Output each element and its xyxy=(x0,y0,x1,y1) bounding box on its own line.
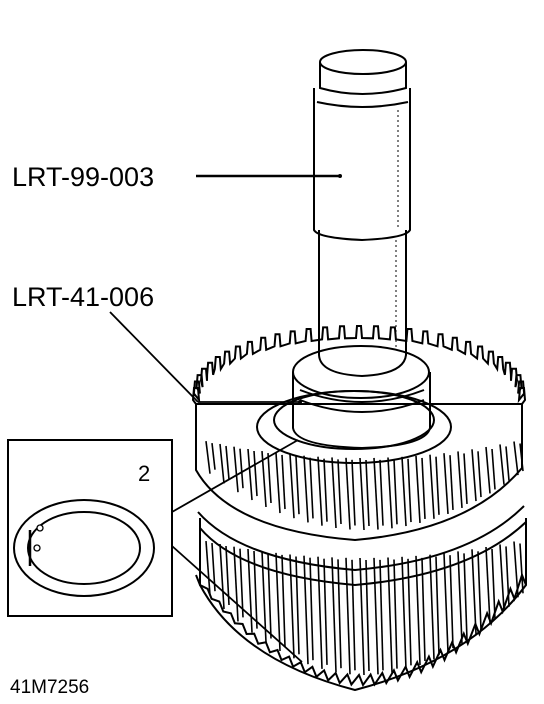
gear-tooth-line xyxy=(247,448,253,501)
gear-tooth-line xyxy=(351,459,356,526)
gear-tooth-line xyxy=(247,548,253,633)
gear-tooth-line xyxy=(463,453,468,504)
gear-tooth-line xyxy=(289,454,295,519)
gear-tooth-line xyxy=(345,457,351,530)
snap-ring-icon xyxy=(13,499,155,597)
gear-tooth-line xyxy=(219,443,225,484)
gear-tooth-line xyxy=(295,456,300,515)
gear-tooth-line xyxy=(449,555,454,649)
gear-tooth-line xyxy=(443,553,449,653)
gear-tooth-line xyxy=(351,559,356,671)
gear-tooth-line xyxy=(471,549,477,635)
gear-tooth-line xyxy=(289,554,295,659)
gear-tooth-line xyxy=(323,458,328,522)
gear-tooth-line xyxy=(415,555,421,666)
gear-tooth-line xyxy=(317,456,323,526)
gear-tooth-line xyxy=(281,454,286,510)
gear-tooth-line xyxy=(373,457,379,530)
gear-tooth-line xyxy=(491,448,496,490)
gear-tooth-line xyxy=(205,441,211,474)
gear-tooth-line xyxy=(457,551,463,644)
gear-tooth-line xyxy=(513,441,519,476)
inset-callout xyxy=(7,439,303,663)
gear-tooth-line xyxy=(485,446,491,494)
gear-tooth-line xyxy=(393,559,398,669)
gear-cluster-icon xyxy=(191,325,527,692)
gear-tooth-line xyxy=(337,559,342,669)
gear-tooth-line xyxy=(449,455,454,510)
gear-tooth-line xyxy=(387,557,393,673)
gear-tooth-line xyxy=(359,457,365,531)
gear-tooth-line xyxy=(233,546,239,622)
gear-tooth-line xyxy=(519,543,524,594)
gear-tooth-line xyxy=(281,554,286,648)
inset-number: 2 xyxy=(138,461,150,486)
gear-tooth-line xyxy=(401,456,407,527)
gear-tooth-line xyxy=(309,557,314,661)
gear-tooth-line xyxy=(387,457,393,529)
gear-tooth-line xyxy=(275,452,281,514)
gear-tooth-line xyxy=(239,548,244,618)
gear-tooth-line xyxy=(379,559,384,671)
gear-tooth-line xyxy=(477,451,482,498)
gear-tooth-line xyxy=(337,459,342,525)
gear-tooth-line xyxy=(519,443,524,472)
gear-tooth-line xyxy=(463,553,468,640)
gear-tooth-line xyxy=(505,446,510,481)
gear-tooth-line xyxy=(407,458,412,523)
gear-tooth-line xyxy=(225,445,230,480)
gear-tooth-line xyxy=(443,453,449,514)
gear-tooth-line xyxy=(359,557,365,676)
figure-reference: 41M7256 xyxy=(10,677,89,698)
gear-tooth-line xyxy=(435,456,440,515)
leader-lines xyxy=(109,174,342,404)
gear-tooth-line xyxy=(457,451,463,508)
installer-tool-shaft-icon xyxy=(292,49,431,450)
gear-tooth-line xyxy=(401,556,407,670)
gear-tooth-line xyxy=(499,444,505,485)
gear-tooth-line xyxy=(331,457,337,529)
gear-tooth-line xyxy=(373,557,379,675)
gear-tooth-line xyxy=(365,459,370,527)
gear-tooth-line xyxy=(331,557,337,673)
gear-tooth-line xyxy=(303,455,309,523)
gear-tooth-line xyxy=(485,546,491,624)
gear-tooth-line xyxy=(379,459,384,526)
gear-tooth-line xyxy=(225,545,230,606)
gear-tooth-line xyxy=(323,558,328,665)
gear-tooth-line xyxy=(393,459,398,525)
gear-tooth-line xyxy=(267,453,272,504)
gear-tooth-line xyxy=(421,457,426,519)
gear-tooth-line xyxy=(303,555,309,665)
gear-tooth-line xyxy=(253,550,258,629)
gear-tooth-line xyxy=(309,457,314,519)
gear-tooth-line xyxy=(471,449,477,502)
gear-tooth-line xyxy=(219,543,225,610)
gear-tooth-line xyxy=(317,556,323,669)
gear-tooth-line xyxy=(239,448,244,489)
gear-tooth-line xyxy=(267,553,272,639)
gear-tooth-line xyxy=(275,552,281,652)
gear-tooth-line xyxy=(407,558,412,666)
gear-tooth-line xyxy=(345,557,351,675)
tool-label-lower: LRT-41-006 xyxy=(12,282,154,312)
gear-tooth-line xyxy=(429,454,435,519)
gear-tooth-line xyxy=(435,556,440,656)
gear-tooth-line xyxy=(253,450,258,497)
gear-tooth-line xyxy=(211,443,216,470)
gear-tooth-line xyxy=(205,541,211,596)
gear-tooth-line xyxy=(499,544,505,611)
gear-tooth-line xyxy=(477,551,482,631)
gear-tooth-line xyxy=(491,548,496,620)
gear-tooth-line xyxy=(233,446,239,493)
tool-label-upper: LRT-99-003 xyxy=(12,162,154,192)
gear-tooth-line xyxy=(365,559,370,672)
gear-tooth-line xyxy=(295,556,300,655)
gear-tooth-line xyxy=(415,455,421,523)
